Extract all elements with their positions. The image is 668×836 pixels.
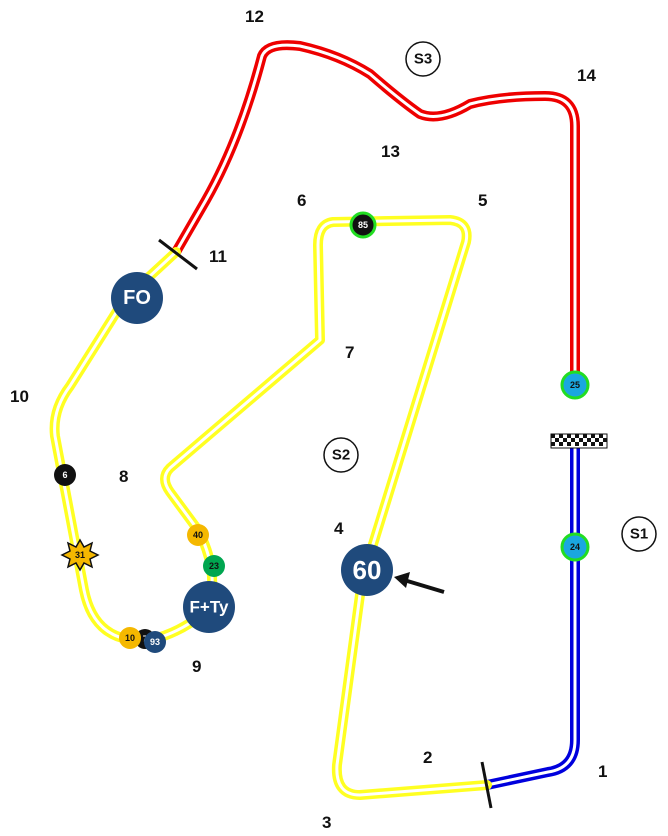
turn-8-label: 8 (119, 467, 128, 486)
pointer-arrow (394, 572, 445, 594)
svg-text:10: 10 (125, 633, 135, 643)
car-marker-31[interactable]: 31 (60, 538, 100, 572)
car-marker-40[interactable]: 40 (187, 524, 209, 546)
svg-text:60: 60 (353, 555, 382, 585)
car-marker-93[interactable]: 93 (144, 631, 166, 653)
svg-text:85: 85 (358, 220, 368, 230)
turn-4-label: 4 (334, 519, 344, 538)
svg-text:S2: S2 (332, 447, 350, 464)
sector-boundary-marker-1 (158, 238, 198, 271)
star-burst-icon (60, 538, 100, 572)
turn-14-label: 14 (577, 66, 596, 85)
turn-9-label: 9 (192, 657, 201, 676)
svg-text:FO: FO (123, 287, 151, 309)
turn-3-label: 3 (322, 813, 331, 832)
svg-text:24: 24 (570, 542, 580, 552)
car-marker-fo[interactable]: FO (111, 272, 163, 324)
svg-text:23: 23 (209, 561, 219, 571)
turn-1-label: 1 (598, 762, 607, 781)
turn-11-label: 11 (209, 247, 227, 266)
sector-boundary-marker-2 (480, 761, 493, 809)
car-marker-25[interactable]: 25 (560, 370, 590, 400)
svg-text:25: 25 (570, 380, 580, 390)
svg-text:31: 31 (75, 550, 85, 560)
start-finish-line (550, 433, 608, 449)
turn-7-label: 7 (345, 343, 354, 362)
turn-10-label: 10 (10, 387, 29, 406)
turn-5-label: 5 (478, 191, 487, 210)
car-marker-24[interactable]: 24 (560, 532, 590, 562)
sector-1-track (482, 435, 580, 790)
car-marker-f-ty[interactable]: F+Ty (183, 581, 235, 633)
svg-text:S1: S1 (630, 526, 648, 543)
svg-text:93: 93 (150, 637, 160, 647)
car-marker-6[interactable]: 6 (54, 464, 76, 486)
sector-label-s3: S3 (405, 41, 441, 77)
svg-text:F+Ty: F+Ty (190, 598, 229, 617)
car-marker-60[interactable]: 60 (341, 544, 393, 596)
turn-12-label: 12 (245, 7, 264, 26)
sector-3-track (171, 40, 580, 397)
sector-label-s1: S1 (621, 516, 657, 552)
sector-label-s2: S2 (323, 437, 359, 473)
turn-6-label: 6 (297, 191, 306, 210)
svg-text:40: 40 (193, 530, 203, 540)
turn-2-label: 2 (423, 748, 432, 767)
car-marker-85[interactable]: 85 (349, 211, 377, 239)
svg-text:S3: S3 (414, 51, 432, 68)
svg-text:6: 6 (62, 470, 67, 480)
turn-13-label: 13 (381, 142, 400, 161)
car-marker-23[interactable]: 23 (203, 555, 225, 577)
car-marker-10[interactable]: 10 (119, 627, 141, 649)
